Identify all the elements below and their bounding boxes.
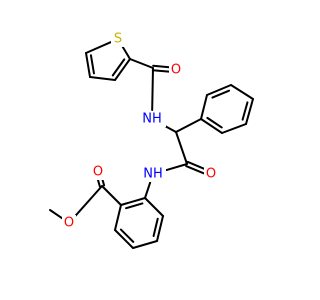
bond-n2-a1 <box>144 181 152 199</box>
bond-phenyl-2 <box>230 84 254 100</box>
bond-cc-n2 <box>165 163 188 172</box>
label-bg-o4 <box>62 215 76 231</box>
structure-canvas: S O NH NH O O O <box>49 31 254 249</box>
bond-phenyl-0 <box>200 94 208 120</box>
bond-cb-ph1 <box>175 118 202 133</box>
bond-aryl-0 <box>120 197 146 206</box>
bond-ce-o4 <box>73 185 103 219</box>
bond-aryl-inner-2 <box>119 228 135 243</box>
atom-label-layer: S O NH NH O O O <box>62 31 218 231</box>
bond-ca-o1-b <box>152 64 171 69</box>
bond-o4-me <box>49 209 64 220</box>
bond-c3-c2 <box>85 52 91 78</box>
molecule-diagram: S O NH NH O O O <box>49 31 254 249</box>
amide-oxygen-label-2: O <box>206 167 216 182</box>
amide-nitrogen-label-2: NH <box>143 167 163 182</box>
bond-phenyl-inner-3 <box>206 116 223 129</box>
bond-layer <box>49 41 254 249</box>
bond-aryl-1 <box>114 204 122 231</box>
bond-ce-o3-b <box>96 178 101 188</box>
bond-aryl-inner-1 <box>125 202 144 210</box>
bond-phenyl-3 <box>245 98 254 125</box>
label-bg-s <box>111 31 125 47</box>
ester-carbonyl-oxygen-label: O <box>93 165 103 180</box>
sulfur-atom-label: S <box>114 32 122 47</box>
bond-cb-cc <box>175 131 188 165</box>
bond-phenyl-4 <box>221 123 247 134</box>
bond-ca-o1-a <box>151 69 170 73</box>
bond-cc-o2-b <box>186 160 207 171</box>
bond-phenyl-inner-2 <box>241 101 249 121</box>
bond-ca-n1 <box>151 67 154 112</box>
bond-s-c5 <box>121 44 131 60</box>
bond-s-c2 <box>85 41 112 54</box>
bond-phenyl-5 <box>200 118 223 134</box>
label-bg-o2 <box>204 166 218 182</box>
label-bg-o3 <box>91 164 105 180</box>
bond-cc-o2-a <box>185 165 205 175</box>
label-bg-nh1 <box>140 111 166 127</box>
bond-c4-c3 <box>89 76 116 81</box>
bond-aryl-4 <box>156 215 164 242</box>
bond-c5-c4-inner <box>111 58 126 77</box>
bond-phenyl-inner-1 <box>211 89 231 99</box>
amide-oxygen-label-1: O <box>171 63 181 78</box>
bond-phenyl-1 <box>206 84 232 96</box>
bond-c5-ca <box>129 58 154 69</box>
label-bg-o1 <box>169 62 183 78</box>
bond-c5-c4 <box>114 58 131 81</box>
bond-aryl-2 <box>114 229 134 249</box>
bond-aryl-3 <box>132 240 158 249</box>
bond-aryl-5 <box>144 197 164 217</box>
amide-nitrogen-label-1: NH <box>142 112 162 127</box>
bond-a2-ce <box>101 185 122 206</box>
bond-aryl-inner-3 <box>152 217 159 237</box>
bond-c3-c2-inner <box>89 54 95 75</box>
ester-methoxy-oxygen-label: O <box>64 216 74 231</box>
label-bg-nh2 <box>140 166 166 182</box>
bond-n1-cb <box>163 124 177 133</box>
